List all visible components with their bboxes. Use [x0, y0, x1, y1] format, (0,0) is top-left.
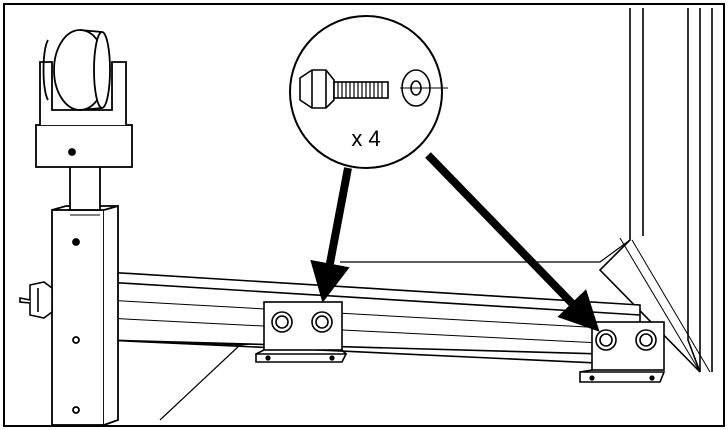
- panel-frame: [598, 8, 713, 373]
- quantity-label: x 4: [351, 126, 380, 151]
- left-mounting-bracket: [255, 301, 348, 363]
- adjustment-knob-icon: [19, 281, 53, 319]
- arrow-to-left-bracket: [310, 167, 352, 303]
- right-mounting-bracket: [579, 321, 666, 383]
- callout-arrows: [310, 152, 600, 332]
- arrow-to-right-bracket: [425, 152, 600, 332]
- vertical-leg: [51, 204, 119, 426]
- washer-icon: [400, 69, 448, 107]
- hex-bolt-icon: [299, 69, 389, 109]
- inner-tube: [69, 164, 101, 216]
- caster-wheel-icon: [35, 29, 133, 168]
- hardware-callout: x 4: [289, 15, 448, 169]
